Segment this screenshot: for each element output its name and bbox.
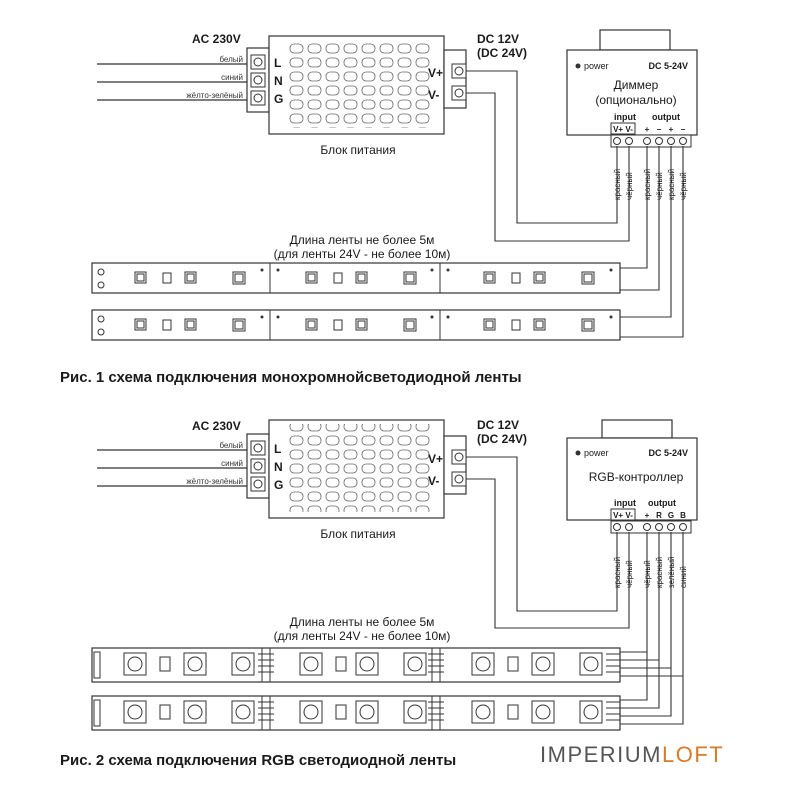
wire-label-blue: синий [221,73,243,82]
terminal-n: N [274,460,283,474]
wire-label-blue: синий [221,459,243,468]
dc-voltage-label: DC 12V [477,418,519,432]
ac-terminal-block [250,440,266,492]
strip-length-note-24v: (для ленты 24V - не более 10м) [274,247,451,261]
watermark-part-1: IMPERIUM [540,742,662,767]
terminal-g: G [274,92,283,106]
output-positive-label: V+ [428,452,443,466]
dimmer-optional: (опционально) [595,93,676,107]
diagram-1: AC 230V белый синий жёлто-зелёный L N [60,29,698,386]
ac-input-wires [97,449,252,487]
output-label: output [652,112,680,122]
psu-caption: Блок питания [320,143,395,157]
figure-1-caption: Рис. 1 схема подключения монохромнойсвет… [60,369,522,386]
controller-terminal-row [610,520,692,534]
output-pin-common: + [645,511,650,520]
output-negative-label: V- [428,474,439,488]
terminal-n: N [274,74,283,88]
terminal-l: L [274,56,281,70]
psu-caption: Блок питания [320,527,395,541]
dc-terminal-block [451,449,467,487]
figure-2-caption: Рис. 2 схема подключения RGB светодиодно… [60,752,456,769]
ac-voltage-label: AC 230V [192,419,241,433]
dimmer-controller: power DC 5-24V Диммер (опционально) inpu… [566,29,698,148]
power-indicator-label: power [584,448,609,458]
mono-led-strip-1 [91,262,621,294]
imperiumloft-watermark: IMPERIUMLOFT [540,742,724,767]
rgb-controller-title: RGB-контроллер [589,470,684,484]
wire-label-white: белый [219,55,243,64]
strip-length-note: Длина ленты не более 5м [290,233,435,247]
dc-terminal-block [451,63,467,101]
strip-length-note-24v: (для ленты 24V - не более 10м) [274,629,451,643]
dc-voltage-alt-label: (DC 24V) [477,46,527,60]
output-pin-2: − [657,125,662,134]
input-label: input [614,112,636,122]
mono-led-strip-2 [91,309,621,341]
controller-terminal-row [610,134,692,148]
input-pins-label: V+ V- [613,125,633,134]
controller-wire-color-labels: красный чёрный чёрный красный зелёный си… [613,556,688,588]
terminal-l: L [274,442,281,456]
diagram-2: AC 230V белый синий жёлто-зелёный L N [60,418,698,769]
rgb-led-strip-2 [91,695,621,731]
power-supply-unit: L N G V+ V- [246,419,467,519]
wire-label-white: белый [219,441,243,450]
dc-supply-wires [466,70,684,338]
terminal-g: G [274,478,283,492]
dc-voltage-alt-label: (DC 24V) [477,432,527,446]
ac-input-wires [97,63,252,101]
controller-voltage: DC 5-24V [648,61,688,71]
dimmer-title: Диммер [614,78,659,92]
input-pins-label: V+ V- [613,511,633,520]
input-label: input [614,498,636,508]
controller-voltage: DC 5-24V [648,448,688,458]
controller-wire-color-labels: красный чёрный красный чёрный красный чё… [613,169,688,200]
output-pin-b: B [680,511,686,520]
output-negative-label: V- [428,88,439,102]
dc-supply-wires [466,456,684,725]
ac-voltage-label: AC 230V [192,32,241,46]
output-pin-g: G [668,511,674,520]
output-pin-4: − [681,125,686,134]
ac-terminal-block [250,54,266,106]
rgb-controller: power DC 5-24V RGB-контроллер input outp… [566,419,698,534]
wire-label-earth: жёлто-зелёный [186,91,243,100]
output-pin-r: R [656,511,662,520]
wire-label-earth: жёлто-зелёный [186,477,243,486]
power-supply-unit: L N G V+ V- [246,35,467,135]
watermark-part-2: LOFT [662,742,724,767]
output-label: output [648,498,676,508]
rgb-led-strip-1 [91,647,621,683]
watermark-text: IMPERIUMLOFT [540,742,724,767]
output-positive-label: V+ [428,66,443,80]
output-pin-3: + [669,125,674,134]
power-indicator-label: power [584,61,609,71]
strip-length-note: Длина ленты не более 5м [290,615,435,629]
dc-voltage-label: DC 12V [477,32,519,46]
output-pin-1: + [645,125,650,134]
